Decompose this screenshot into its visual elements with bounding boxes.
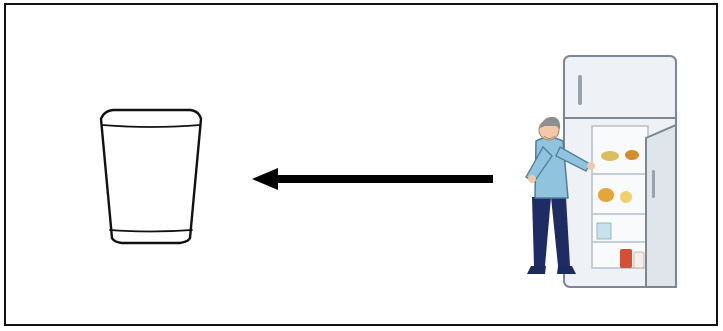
person-opening-fridge-icon (518, 52, 688, 292)
glass-icon (95, 105, 207, 247)
left-arrow-icon (248, 160, 498, 200)
